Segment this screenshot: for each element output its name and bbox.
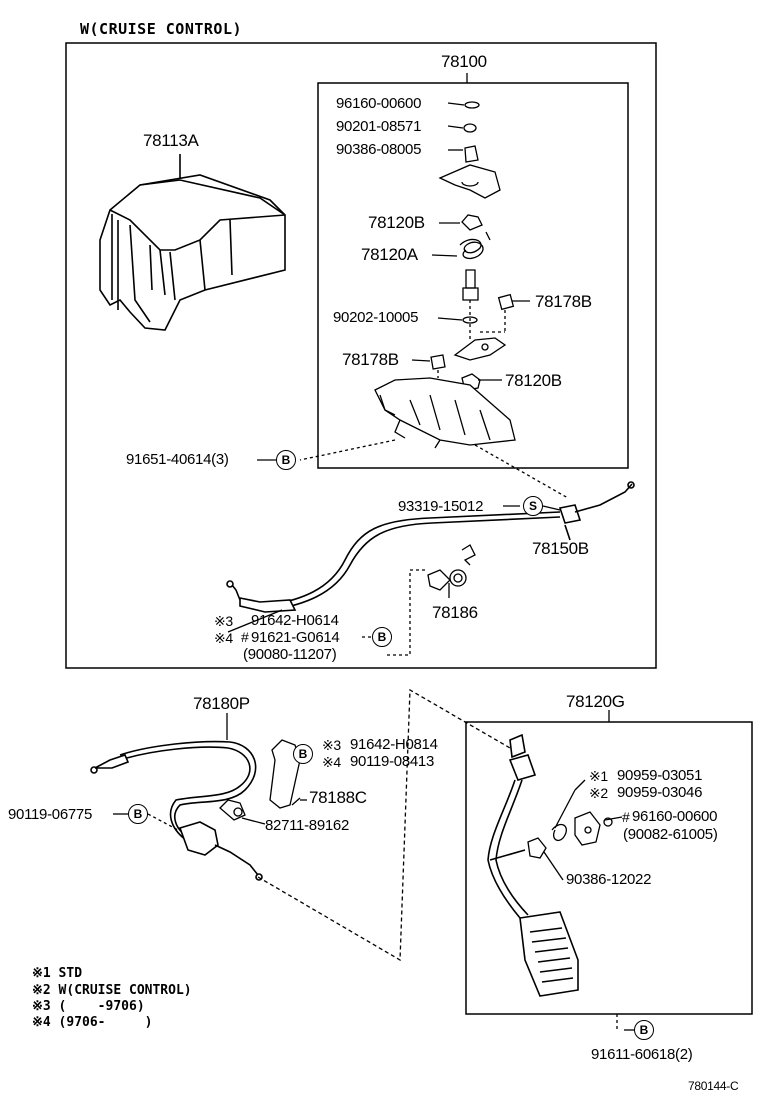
- mark-2: ※2: [589, 785, 608, 801]
- part-label-91621-G0614: 91621-G0614: [251, 629, 340, 646]
- part-label-78113A: 78113A: [143, 131, 199, 150]
- part-label-90386-08005: 90386-08005: [336, 141, 422, 158]
- legend-line-1: ※1 STD: [32, 966, 83, 981]
- diagram-code: 780144-C: [688, 1079, 739, 1093]
- group-label-78100: 78100: [441, 52, 487, 71]
- part-label-90386-12022: 90386-12022: [566, 871, 652, 888]
- part-label-78178B-right: 78178B: [535, 292, 592, 311]
- part-label-90202-10005: 90202-10005: [333, 309, 419, 326]
- cable-78180P-drawing: [90, 740, 263, 881]
- mark-4: ※4: [214, 630, 233, 646]
- part-label-90119-08413: 90119-08413: [350, 753, 435, 770]
- legend-line-4: ※4 (9706- ): [32, 1015, 153, 1030]
- bolt-marker-b: B: [293, 744, 313, 764]
- diagram-title: W(CRUISE CONTROL): [80, 20, 243, 38]
- part-label-78186: 78186: [432, 603, 478, 622]
- part-label-82711-89162: 82711-89162: [265, 817, 350, 834]
- part-label-90082-61005: (90082-61005): [623, 826, 718, 843]
- group-78120G-frame: [465, 721, 753, 1015]
- bolt-marker-b: B: [276, 450, 296, 470]
- part-label-78120B-bottom: 78120B: [505, 371, 562, 390]
- mark-4: ※4: [322, 754, 341, 770]
- part-label-91651-40614: 91651-40614(3): [126, 451, 229, 468]
- part-label-90080-11207: (90080-11207): [243, 646, 337, 663]
- screw-marker-s: S: [523, 496, 543, 516]
- bolt-marker-b: B: [128, 804, 148, 824]
- part-label-90959-03046: 90959-03046: [617, 784, 703, 801]
- part-label-90119-06775: 90119-06775: [8, 806, 93, 823]
- clip-82711-drawing: [219, 799, 246, 821]
- cruise-control-frame: [65, 42, 657, 669]
- part-label-90959-03051: 90959-03051: [617, 767, 703, 784]
- group-78100-frame: [317, 82, 629, 469]
- part-label-93319-15012: 93319-15012: [398, 498, 484, 515]
- mark-1: ※1: [589, 768, 608, 784]
- part-label-78120A: 78120A: [361, 245, 418, 264]
- part-label-78150B: 78150B: [532, 539, 589, 558]
- cable-78150B-drawing: [226, 481, 635, 613]
- clip-78186-drawing: [427, 544, 476, 598]
- mark-3: ※3: [322, 737, 341, 753]
- part-label-78120B-top: 78120B: [368, 213, 425, 232]
- part-label-91642-H0614: 91642-H0614: [251, 612, 339, 629]
- part-label-96160-00600: 96160-00600: [336, 95, 422, 112]
- part-label-91642-H0814: 91642-H0814: [350, 736, 438, 753]
- part-label-78178B-left: 78178B: [342, 350, 399, 369]
- cover-78113A-drawing: [99, 154, 286, 331]
- group-label-78180P: 78180P: [193, 694, 250, 713]
- legend-line-2: ※2 W(CRUISE CONTROL): [32, 983, 192, 998]
- part-label-96160-00600-b: 96160-00600: [632, 808, 718, 825]
- group-label-78120G: 78120G: [566, 692, 625, 711]
- bracket-78188C-drawing: [269, 739, 301, 809]
- mark-hash: #: [241, 629, 249, 645]
- legend-line-3: ※3 ( -9706): [32, 999, 145, 1014]
- part-label-91611-60618: 91611-60618(2): [591, 1046, 693, 1063]
- parts-78100-drawing: [374, 101, 516, 449]
- mark-3: ※3: [214, 613, 233, 629]
- bolt-marker-b: B: [372, 627, 392, 647]
- spring-bracket-drawing: [527, 789, 613, 859]
- pedal-78120G-drawing: [487, 733, 579, 997]
- mark-hash: #: [622, 809, 630, 825]
- bolt-marker-b: B: [634, 1020, 654, 1040]
- part-label-90201-08571: 90201-08571: [336, 118, 422, 135]
- part-label-78188C: 78188C: [309, 788, 367, 807]
